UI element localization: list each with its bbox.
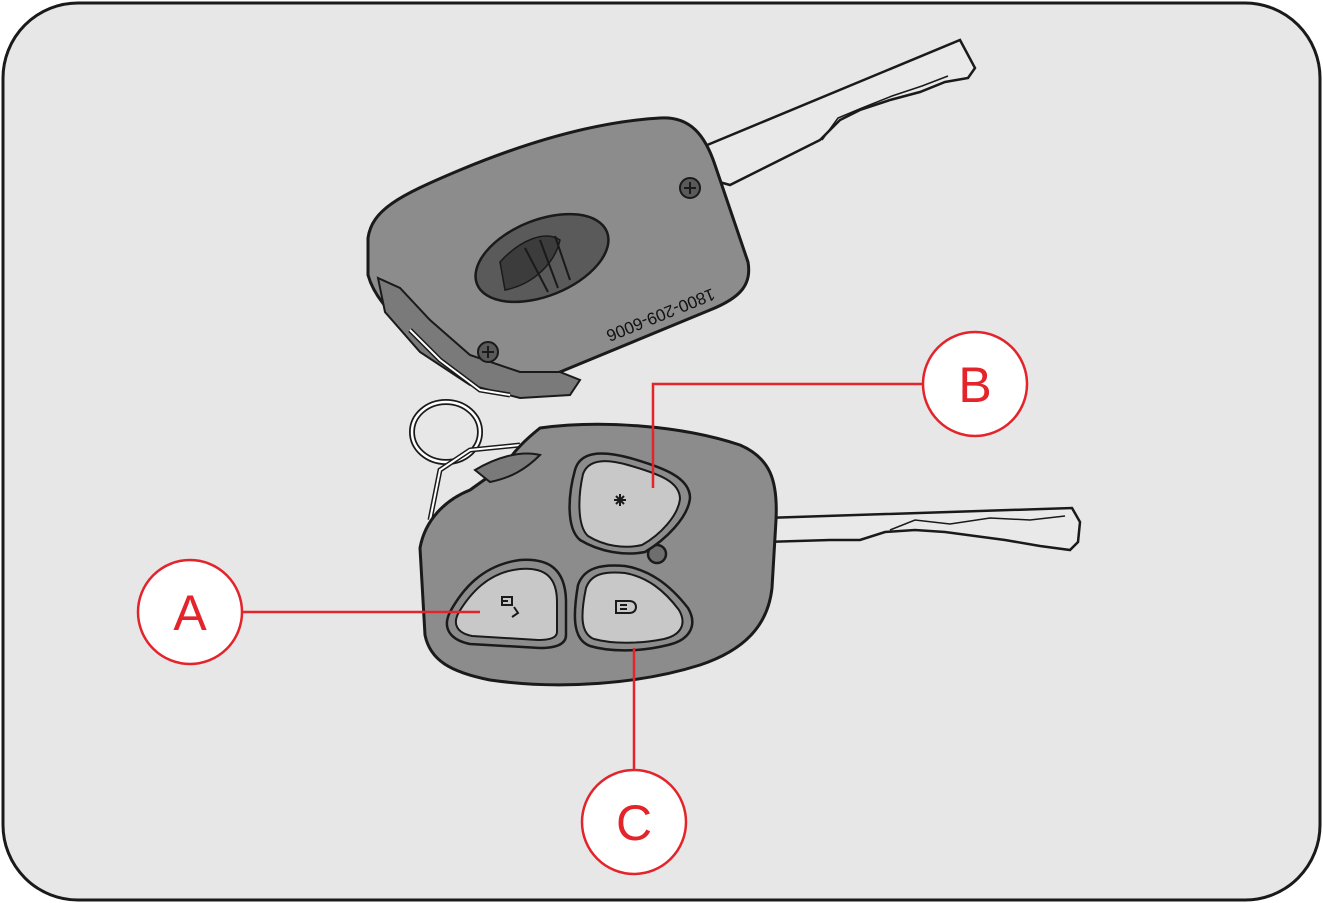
lock-button[interactable] — [573, 564, 694, 652]
callout-circle — [580, 768, 688, 876]
back-key: 1800-209-6006 — [366, 38, 977, 400]
screw-icon — [679, 177, 701, 199]
callout-label-b: B — [958, 357, 991, 413]
screw-icon — [477, 341, 499, 363]
back-key-blade — [698, 38, 977, 187]
callout-b: B — [651, 330, 1029, 488]
panic-icon — [614, 494, 626, 506]
panic-button[interactable] — [568, 452, 692, 555]
lock-icon — [615, 600, 638, 614]
callout-label-a: A — [173, 585, 207, 641]
leader-line — [651, 382, 922, 488]
front-key — [418, 422, 1082, 687]
callout-c: C — [580, 648, 688, 876]
key-rings — [408, 328, 521, 521]
callout-label-c: C — [616, 795, 652, 851]
callout-circle — [921, 330, 1029, 438]
unlock-button[interactable] — [445, 558, 568, 650]
callout-a: A — [136, 558, 480, 666]
callout-circle — [136, 558, 244, 666]
unlock-icon — [501, 596, 520, 618]
